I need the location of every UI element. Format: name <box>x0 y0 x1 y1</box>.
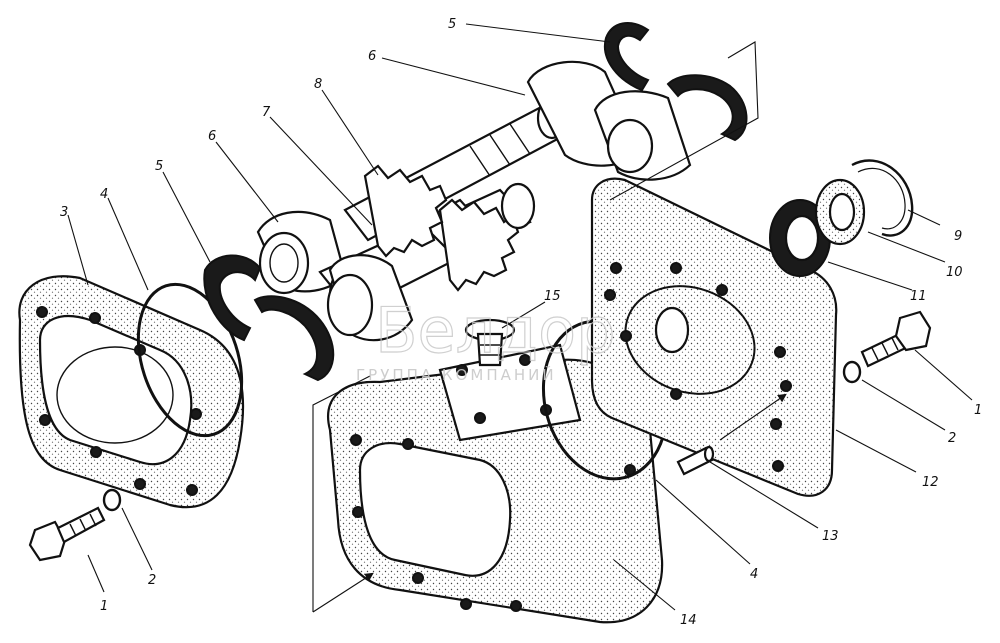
callout-2-right: 2 <box>948 431 956 446</box>
leader-lines <box>67 23 973 611</box>
bushing-left-lower <box>203 254 335 382</box>
watermark-subtitle: ГРУППА КОМПАНИЙ <box>356 365 557 384</box>
callout-10: 10 <box>946 265 963 280</box>
callout-1-left: 1 <box>100 599 108 614</box>
washer-right <box>842 360 862 384</box>
bolt-right <box>860 310 932 368</box>
callout-5-top: 5 <box>448 17 456 32</box>
callout-5-left: 5 <box>155 159 163 174</box>
washer-left <box>102 488 122 512</box>
callout-3: 3 <box>60 205 68 220</box>
watermark-brand: Белдор <box>375 294 615 367</box>
callout-13: 13 <box>822 529 839 544</box>
callout-1-right: 1 <box>974 403 982 418</box>
callout-7: 7 <box>262 105 271 120</box>
oil-seal <box>769 199 831 277</box>
callout-14: 14 <box>680 613 697 628</box>
driven-gear-shaft <box>318 182 536 342</box>
callout-4-right: 4 <box>750 567 758 582</box>
callout-2-left: 2 <box>148 573 156 588</box>
callout-9: 9 <box>954 229 962 244</box>
assembly-guides <box>312 41 787 613</box>
callout-labels: 5 6 8 7 6 5 4 3 15 9 10 11 1 2 12 13 4 1… <box>60 17 982 628</box>
gasket-left <box>136 282 244 438</box>
dowel-pin <box>676 445 715 476</box>
callout-11: 11 <box>910 289 927 304</box>
bushing-right <box>526 22 748 181</box>
thrust-ring <box>814 178 866 246</box>
watermark: Белдор ГРУППА КОМПАНИЙ <box>356 293 616 384</box>
callout-15: 15 <box>544 289 561 304</box>
callout-8: 8 <box>314 77 322 92</box>
front-cover <box>18 275 245 509</box>
callout-4-left: 4 <box>100 187 108 202</box>
circlip <box>851 159 914 237</box>
callout-6-top: 6 <box>368 49 376 64</box>
callout-12: 12 <box>922 475 939 490</box>
callout-6-left: 6 <box>208 129 216 144</box>
bolt-left <box>28 506 106 562</box>
plug <box>464 318 516 367</box>
